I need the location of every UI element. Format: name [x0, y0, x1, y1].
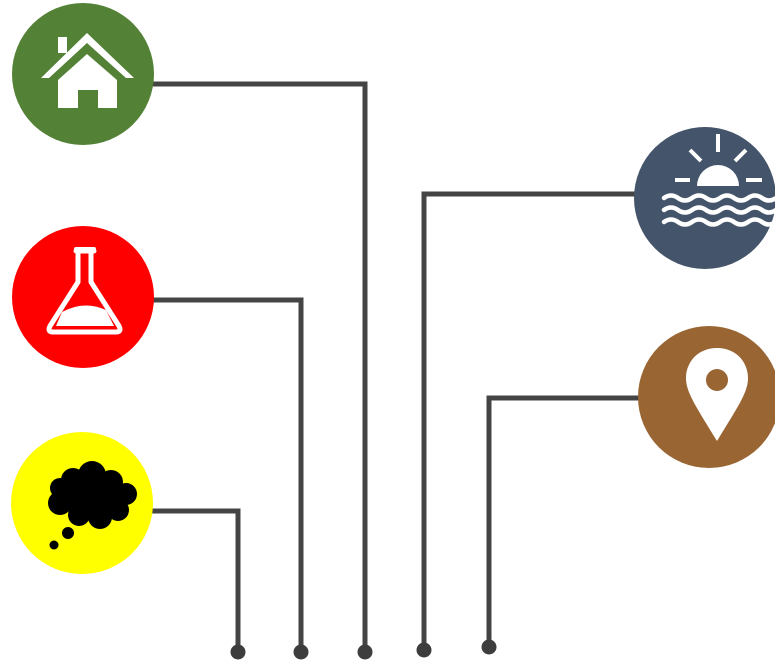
node-location — [638, 326, 775, 468]
connector-home — [150, 81, 368, 652]
node-idea — [11, 432, 153, 574]
thought-bubble-icon — [48, 461, 137, 550]
endpoint-dot-home — [357, 644, 373, 660]
sunrise-over-water-icon — [661, 134, 775, 227]
connector-lab — [150, 297, 304, 652]
node-home — [12, 3, 154, 145]
connector-location — [486, 395, 642, 647]
node-sea — [634, 127, 775, 269]
flask-icon — [46, 247, 123, 335]
endpoints — [230, 639, 497, 660]
endpoint-dot-lab — [293, 644, 309, 660]
endpoint-dot-idea — [230, 644, 246, 660]
connectors — [150, 81, 642, 652]
endpoint-dot-sea — [416, 642, 432, 658]
endpoint-dot-location — [481, 639, 497, 655]
connector-sea — [421, 191, 638, 650]
map-pin-icon — [686, 348, 748, 441]
home-icon — [41, 33, 134, 108]
connector-idea — [150, 508, 241, 652]
node-lab — [12, 226, 154, 368]
